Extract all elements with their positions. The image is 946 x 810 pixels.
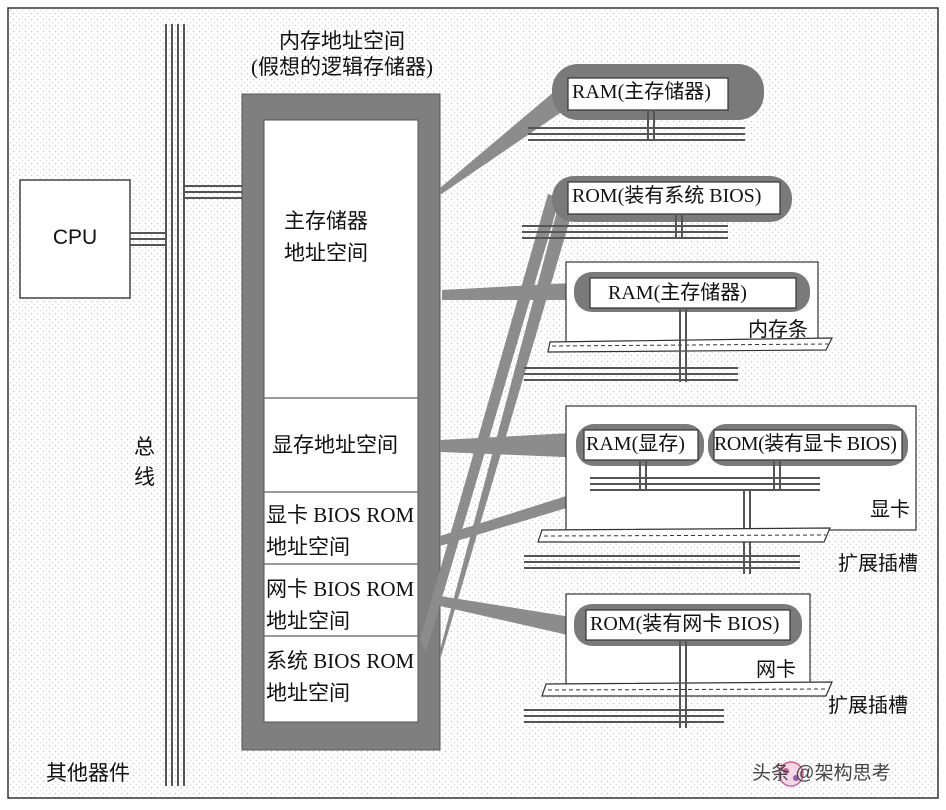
rom-video-box [713, 429, 903, 461]
ram-video-box [583, 429, 699, 461]
memory-space-title-line1: 内存地址空间 [279, 29, 405, 53]
cpu-box [19, 179, 131, 299]
region-main-memory-line1: 主存储器 [284, 209, 368, 233]
region-system-bios-line2: 地址空间 [266, 680, 350, 705]
region-nic-bios-line1: 网卡 BIOS ROM [266, 577, 415, 601]
system-bus [165, 24, 185, 786]
region-dividers [264, 397, 418, 637]
rom-nic-bios-label: ROM(装有网卡 BIOS) [590, 613, 780, 635]
ram-stick-bus [524, 308, 738, 382]
rom-bios-bus [522, 214, 728, 239]
region-nic-bios-line2: 地址空间 [266, 608, 350, 633]
memory-space-title-line2: (假想的逻辑存储器) [251, 55, 433, 80]
memory-stick-label: 内存条 [748, 319, 808, 341]
ram-video-label: RAM(显存) [586, 433, 685, 455]
cpu-label: CPU [52, 226, 98, 249]
slot-label-1: 扩展插槽 [838, 553, 918, 575]
region-system-bios: 系统 BIOS ROM 地址空间 [266, 646, 414, 709]
bus-label-1: 总 [134, 435, 155, 459]
memory-stick-slot [547, 337, 833, 353]
bus-label: 总 线 [134, 432, 155, 493]
slot-label-2: 扩展插槽 [828, 695, 908, 717]
region-video-bios-line1: 显卡 BIOS ROM [266, 503, 415, 527]
memory-space-inner [263, 119, 419, 723]
region-video-memory: 显存地址空间 [272, 433, 398, 457]
ram-stick-box [589, 277, 797, 309]
rom-nic-box [585, 609, 791, 641]
cpu-bus-link [130, 232, 166, 246]
memory-space-title: 内存地址空间 (假想的逻辑存储器) [244, 28, 440, 81]
region-main-memory-line2: 地址空间 [284, 240, 368, 265]
video-slot [537, 527, 831, 543]
video-card-label: 显卡 [870, 499, 910, 521]
bus-label-2: 线 [134, 465, 155, 490]
region-system-bios-line1: 系统 BIOS ROM [266, 649, 415, 673]
ram-stick-label: RAM(主存储器) [608, 282, 747, 304]
other-devices-label: 其他器件 [46, 761, 130, 785]
region-nic-bios: 网卡 BIOS ROM 地址空间 [266, 574, 414, 637]
nic-label: 网卡 [756, 659, 796, 681]
region-video-bios-line2: 地址空间 [266, 534, 350, 559]
rom-video-bios-label: ROM(装有显卡 BIOS) [714, 433, 897, 455]
region-video-bios: 显卡 BIOS ROM 地址空间 [266, 500, 414, 563]
watermark-logo [778, 761, 804, 787]
region-main-memory: 主存储器 地址空间 [284, 206, 368, 269]
rom-system-bios-label: ROM(装有系统 BIOS) [572, 185, 762, 207]
ram-main-bus [528, 110, 745, 141]
bus-memory-link [184, 185, 242, 199]
ram-main-label: RAM(主存储器) [572, 81, 711, 103]
watermark-text: 头条 @架构思考 [752, 763, 891, 784]
rom-bios-box [567, 181, 781, 215]
nic-bus [524, 640, 724, 728]
